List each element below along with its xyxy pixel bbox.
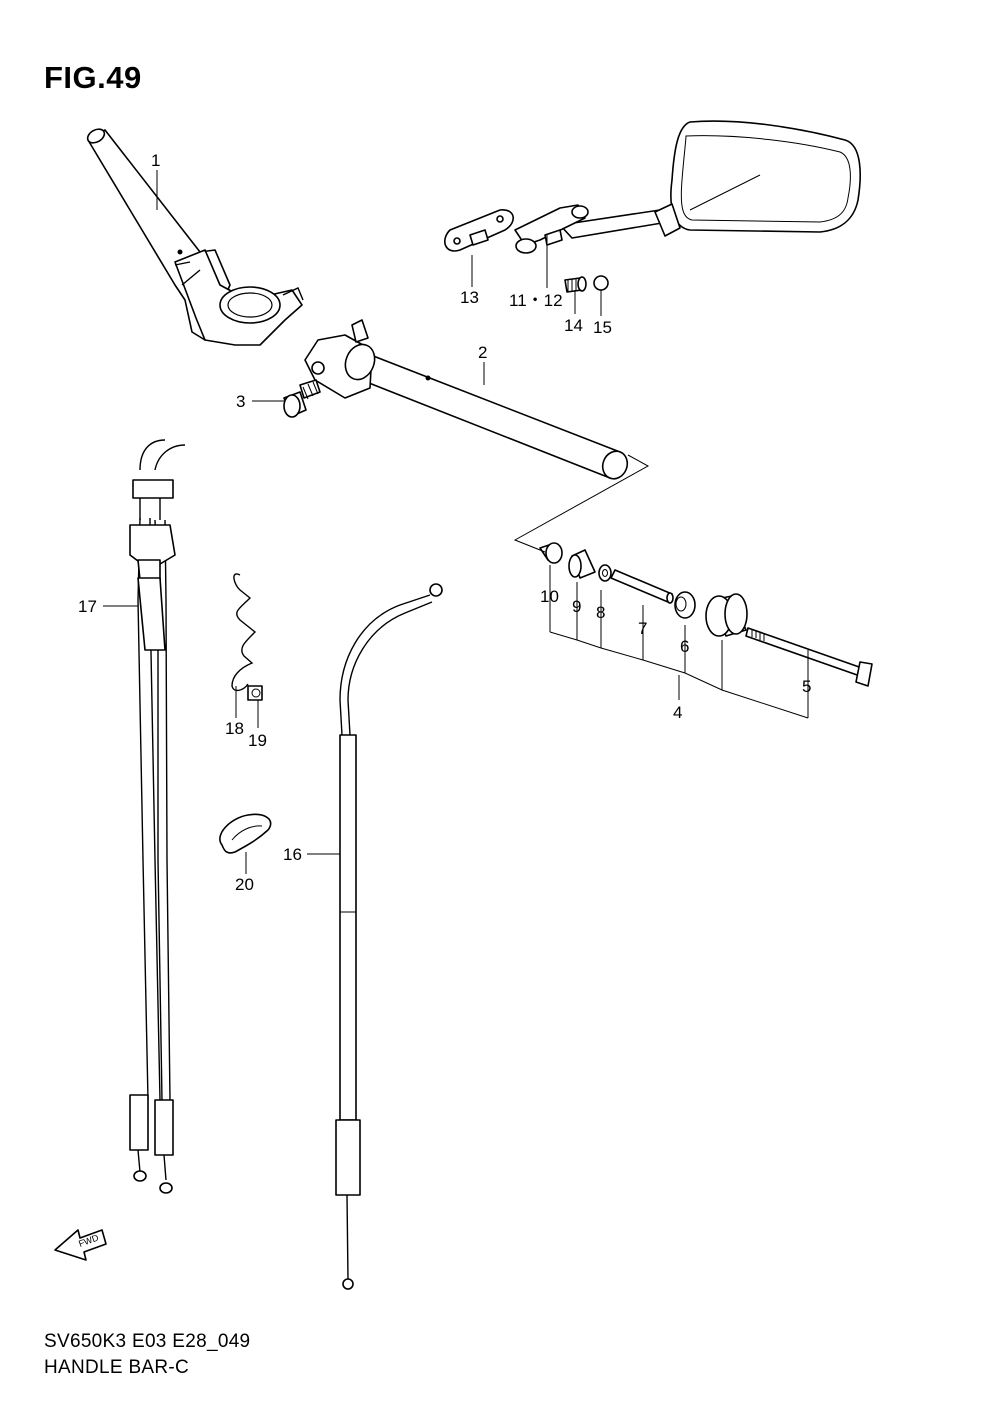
handlebar-tube bbox=[304, 319, 629, 480]
figure-title: FIG.49 bbox=[44, 60, 142, 95]
callout-5: 5 bbox=[802, 677, 811, 696]
callout-11-12: 11・12 bbox=[509, 291, 563, 310]
assembly-guide-line bbox=[513, 454, 650, 553]
assembly-bracket-4 bbox=[549, 565, 809, 719]
callout-20: 20 bbox=[235, 875, 254, 894]
leader-lines bbox=[103, 170, 809, 874]
bar-end-weight-assembly bbox=[539, 542, 873, 687]
fwd-arrow-icon: FWD bbox=[54, 1229, 107, 1261]
callout-1: 1 bbox=[151, 151, 160, 170]
callout-numbers: 1 2 3 4 5 6 7 8 9 10 11・12 13 14 15 16 1… bbox=[78, 151, 811, 894]
callout-13: 13 bbox=[460, 288, 479, 307]
callout-16: 16 bbox=[283, 845, 302, 864]
callout-7: 7 bbox=[638, 619, 647, 638]
callout-2: 2 bbox=[478, 343, 487, 362]
throttle-cables-17 bbox=[129, 439, 186, 1194]
cable-clamp-20 bbox=[219, 813, 272, 854]
figure-code: SV650K3 E03 E28_049 bbox=[44, 1331, 251, 1352]
callout-4: 4 bbox=[673, 703, 682, 722]
figure-name: HANDLE BAR-C bbox=[44, 1357, 190, 1378]
handlebar-left-clip-on bbox=[86, 128, 304, 346]
callout-18: 18 bbox=[225, 719, 244, 738]
wire-clip-18 bbox=[231, 573, 257, 692]
screw-19 bbox=[247, 685, 263, 701]
clutch-cable-16 bbox=[335, 583, 443, 1290]
callout-19: 19 bbox=[248, 731, 267, 750]
callout-10: 10 bbox=[540, 587, 559, 606]
callout-8: 8 bbox=[596, 603, 605, 622]
callout-17: 17 bbox=[78, 597, 97, 616]
mirror-assembly bbox=[514, 120, 861, 254]
bolt-3 bbox=[283, 379, 321, 418]
cap-15 bbox=[593, 275, 609, 291]
callout-6: 6 bbox=[680, 637, 689, 656]
callout-3: 3 bbox=[236, 392, 245, 411]
callout-14: 14 bbox=[564, 316, 583, 335]
mirror-gasket-13 bbox=[444, 209, 514, 252]
callout-9: 9 bbox=[572, 597, 581, 616]
callout-15: 15 bbox=[593, 318, 612, 337]
screw-14 bbox=[564, 276, 587, 293]
